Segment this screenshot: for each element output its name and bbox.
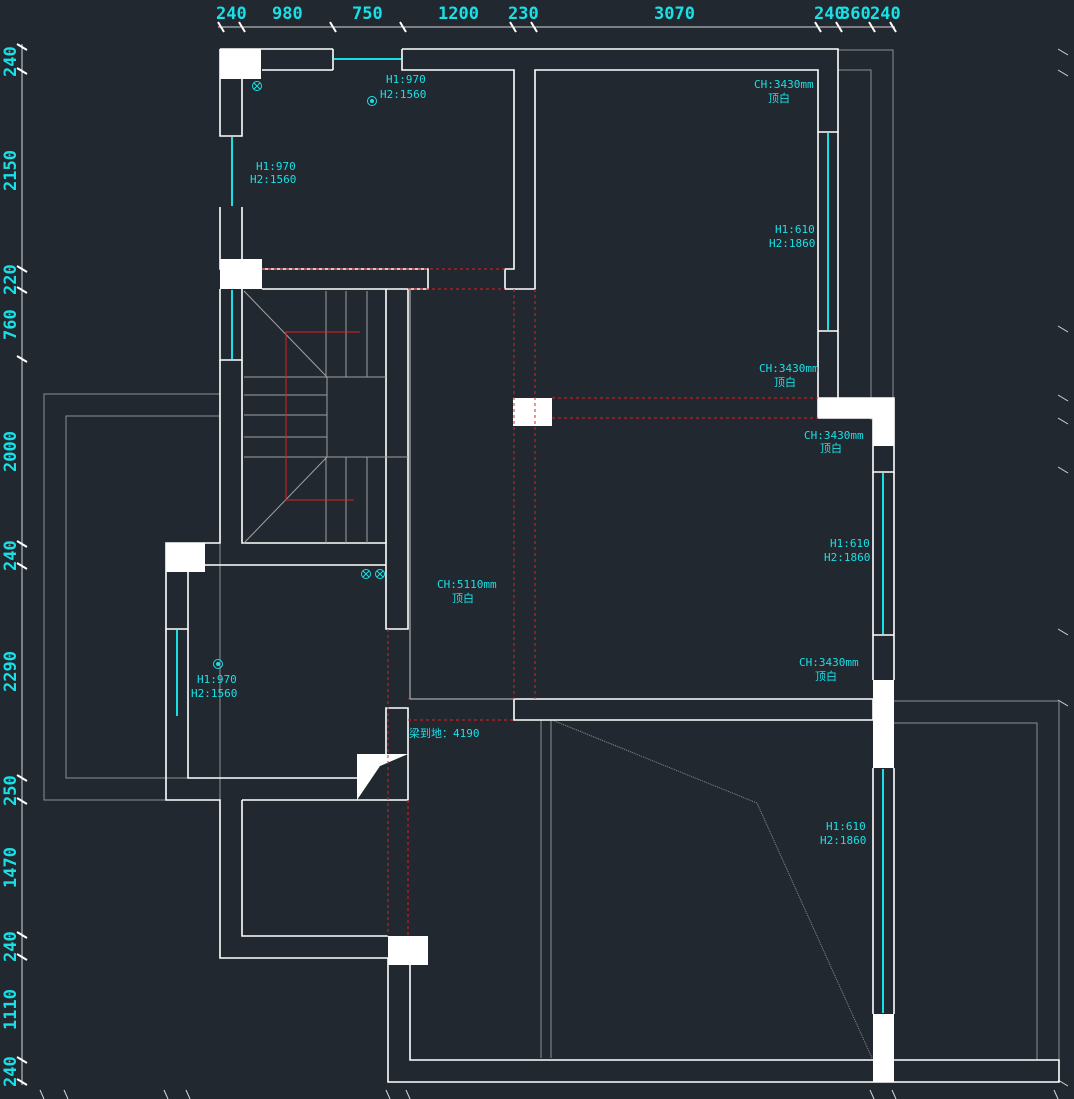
room1-window-h1: H1:970: [386, 73, 426, 86]
room3-window-h2: H2:1560: [191, 687, 237, 700]
sensor-icon-2: [213, 659, 223, 669]
hall-ch-label: 顶白: [820, 441, 842, 455]
light-icon-1: [252, 81, 262, 91]
center-ch-label: 顶白: [452, 591, 474, 605]
fixtures: [213, 81, 385, 669]
center-ch: CH:5110mm: [437, 578, 497, 591]
walls: [165, 48, 1060, 1083]
left-dim-9: 1470: [1, 847, 21, 888]
lower-window-h1: H1:610: [826, 820, 866, 833]
left-dimension-line: 240 2150 220 760 2000 240 2290 250 1470 …: [1, 43, 28, 1087]
room3-window-h1: H1:970: [197, 673, 237, 686]
left-dim-4: 760: [1, 309, 21, 340]
left-dim-7: 2290: [1, 651, 21, 692]
light-icon-3: [375, 569, 385, 579]
top-dimension-line: 240 980 750 1200 230 3070 240 360 240: [216, 4, 901, 33]
left-dim-6: 240: [1, 540, 21, 571]
columns: [166, 49, 894, 1082]
room2-ch2: CH:3430mm: [759, 362, 819, 375]
left-dim-8: 250: [1, 775, 21, 806]
top-dim-7: 240: [814, 4, 845, 24]
left-dim-2: 2150: [1, 150, 21, 191]
top-dim-4: 1200: [438, 4, 479, 24]
room1-side-window-h1: H1:970: [256, 160, 296, 173]
balcony-outlines: [43, 49, 1060, 1060]
hall-window-h2: H2:1860: [824, 551, 870, 564]
room2-ch1: CH:3430mm: [754, 78, 814, 91]
top-dim-8: 360: [840, 4, 871, 24]
annotations: H1:970 H2:1560 H1:970 H2:1560 CH:3430mm …: [191, 73, 870, 847]
lower-window-h2: H2:1860: [820, 834, 866, 847]
stair: [243, 290, 408, 544]
left-dim-3: 220: [1, 264, 21, 295]
top-dim-3: 750: [352, 4, 383, 24]
room1-window-h2: H2:1560: [380, 88, 426, 101]
left-dim-10: 240: [1, 931, 21, 962]
left-dim-1: 240: [1, 46, 21, 77]
left-dim-12: 240: [1, 1056, 21, 1087]
hall-ch: CH:3430mm: [804, 429, 864, 442]
top-dim-2: 980: [272, 4, 303, 24]
top-dim-1: 240: [216, 4, 247, 24]
sensor-icon-1: [367, 96, 377, 106]
beam-lines: [262, 268, 818, 936]
left-dim-11: 1110: [1, 989, 21, 1030]
top-dim-6: 3070: [654, 4, 695, 24]
beam-height: 梁到地：4190: [409, 726, 480, 740]
top-dim-9: 240: [870, 4, 901, 24]
room2-ch2-label: 顶白: [774, 375, 796, 389]
light-icon-2: [361, 569, 371, 579]
hall-ch2: CH:3430mm: [799, 656, 859, 669]
room2-window-h1: H1:610: [775, 223, 815, 236]
edge-ticks: [39, 48, 1069, 1099]
hall-ch2-label: 顶白: [815, 669, 837, 683]
stair-arrow: [285, 331, 360, 501]
hall-window-h1: H1:610: [830, 537, 870, 550]
room2-ch1-label: 顶白: [768, 91, 790, 105]
room2-window-h2: H2:1860: [769, 237, 815, 250]
left-dim-5: 2000: [1, 431, 21, 472]
room1-side-window-h2: H2:1560: [250, 173, 296, 186]
top-dim-5: 230: [508, 4, 539, 24]
